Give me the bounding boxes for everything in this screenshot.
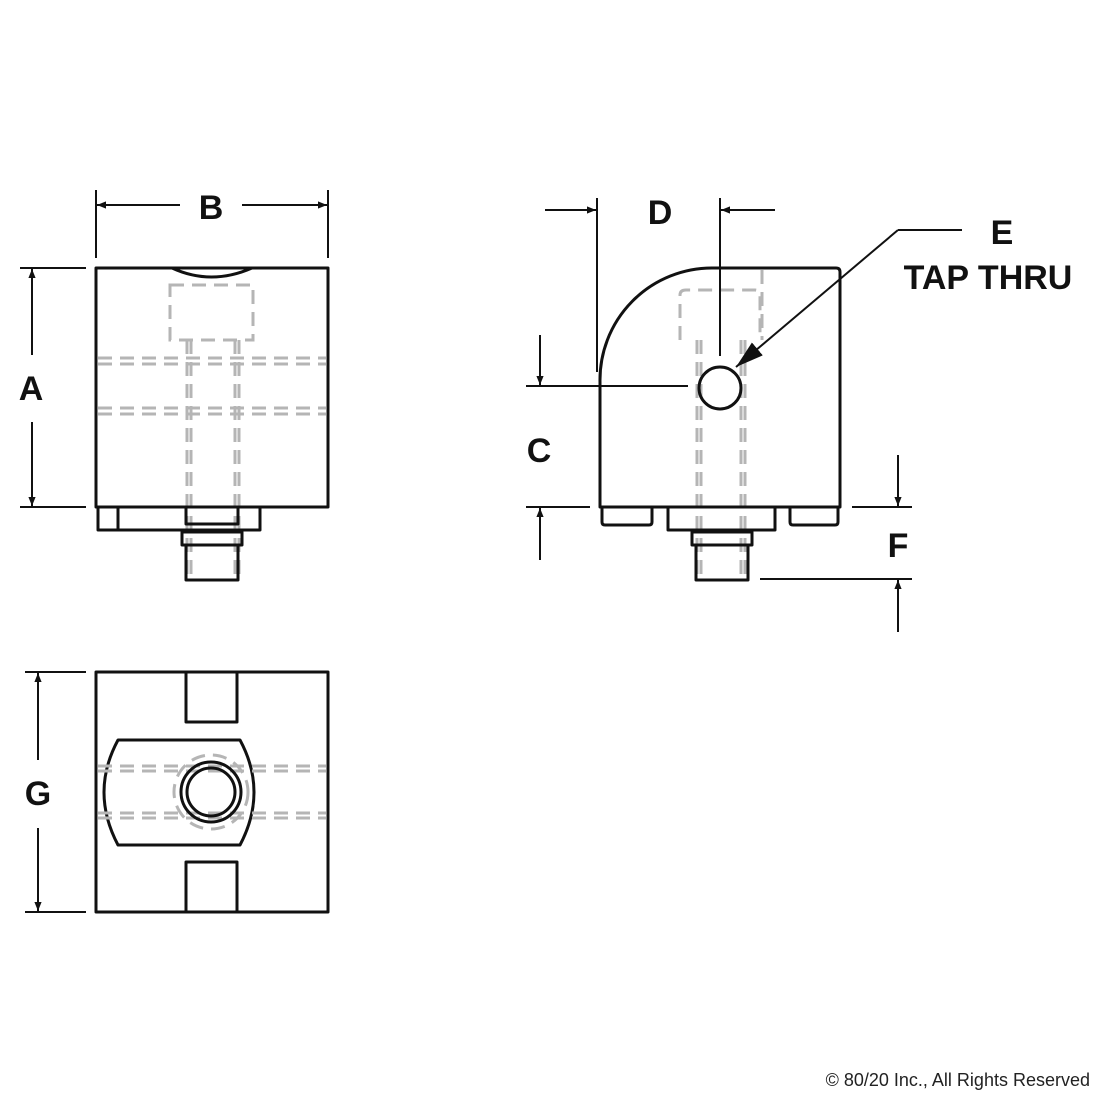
label-g: G [25,775,51,813]
dimension-c: C [526,335,688,560]
dimension-g: G [25,671,86,913]
callout-e: E TAP THRU [735,214,1073,368]
dimension-b: B [95,189,329,258]
dimension-a: A [19,267,86,508]
label-d: D [648,194,673,232]
label-e: E [991,214,1014,252]
dimension-d: D [545,194,775,372]
tapped-hole [697,365,743,411]
bottom-view [94,670,330,914]
front-view [94,266,330,582]
bottom-hidden-lines [98,753,326,831]
label-tap-thru: TAP THRU [904,259,1073,297]
label-b: B [199,189,224,227]
copyright-notice: © 80/20 Inc., All Rights Reserved [826,1070,1090,1090]
label-c: C [527,432,552,470]
front-hidden-lines [98,283,326,580]
dimension-f: F [760,455,912,632]
label-a: A [19,370,44,408]
label-f: F [888,527,909,565]
